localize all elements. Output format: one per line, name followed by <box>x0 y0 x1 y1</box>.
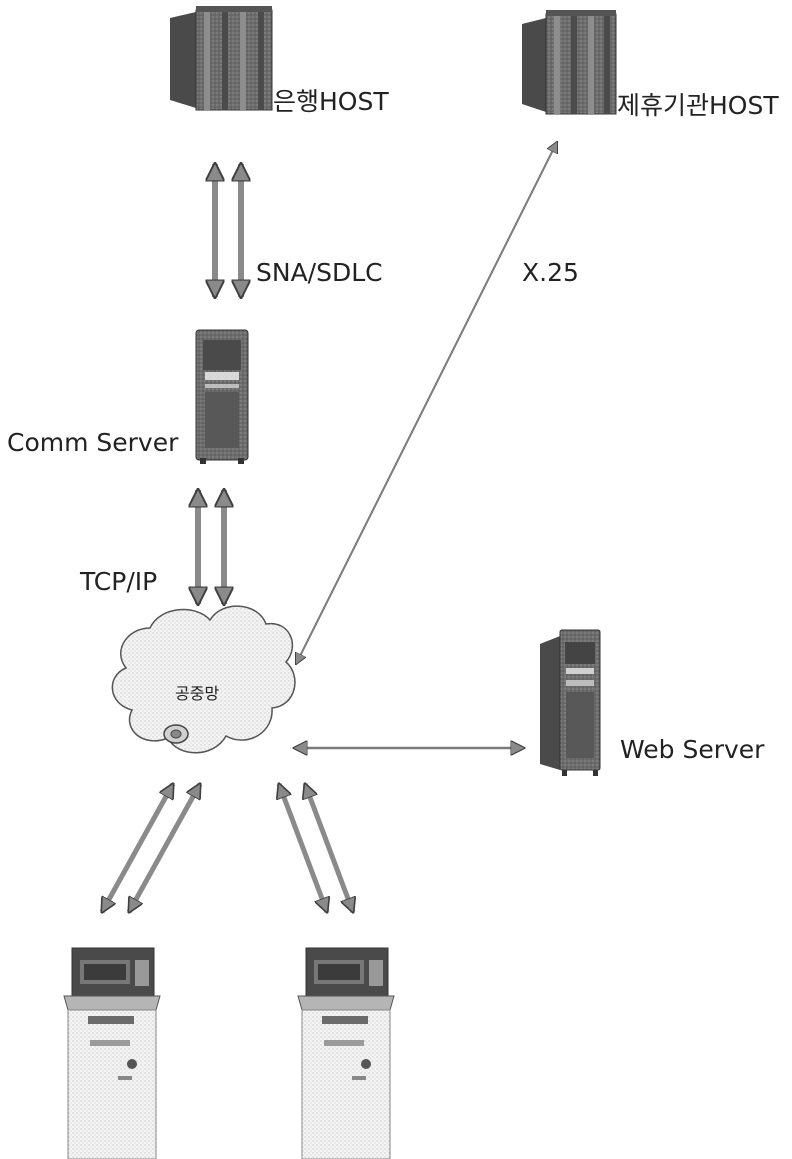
public-network-label: 공중망 <box>175 684 219 703</box>
sna-sdlc-label: SNA/SDLC <box>256 258 383 287</box>
link-network-atms <box>99 784 353 912</box>
web-server-label: Web Server <box>620 735 765 764</box>
bank-host-label: 은행HOST <box>273 87 389 116</box>
comm-server-node: Comm Server <box>7 329 249 464</box>
double-arrow <box>126 784 203 912</box>
tower-server-icon <box>540 629 601 776</box>
double-arrow <box>279 784 327 912</box>
mainframe-server-icon <box>522 10 617 115</box>
double-arrow <box>296 142 557 664</box>
public-network-node: 공중망 <box>111 605 296 754</box>
partner-host-label: 제휴기관HOST <box>617 91 779 120</box>
cloud-icon <box>111 605 296 754</box>
atm-kiosk-icon <box>63 947 161 1159</box>
tcp-ip-label: TCP/IP <box>79 567 157 596</box>
tower-server-icon <box>195 329 249 464</box>
link-network-partner: X.25 <box>296 142 579 664</box>
double-arrow <box>305 784 353 912</box>
atm-right-node <box>297 947 395 1159</box>
web-server-node: Web Server <box>540 629 765 776</box>
atm-left-node <box>63 947 161 1159</box>
link-comm-network: TCP/IP <box>79 490 224 604</box>
bank-host-node: 은행HOST <box>170 6 389 116</box>
x25-label: X.25 <box>522 258 579 287</box>
mainframe-server-icon <box>170 6 273 111</box>
comm-server-label: Comm Server <box>7 428 179 457</box>
partner-host-node: 제휴기관HOST <box>522 10 779 120</box>
link-host-comm: SNA/SDLC <box>215 164 383 297</box>
atm-kiosk-icon <box>297 947 395 1159</box>
cable-coil-icon <box>163 724 189 744</box>
